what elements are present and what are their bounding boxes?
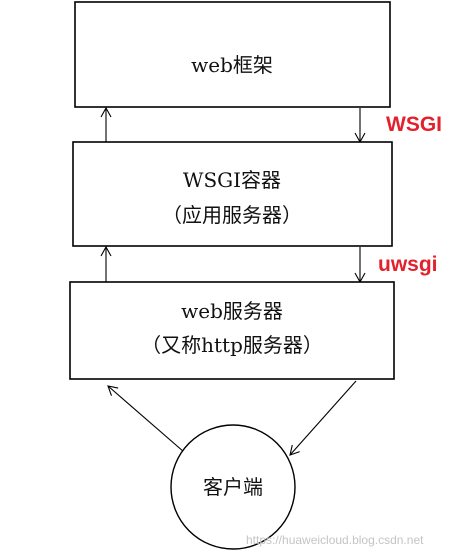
web-framework-box (74, 1, 391, 108)
arrow-shaft (289, 380, 357, 456)
arrow-head-icon (289, 444, 300, 456)
web-framework-label: web框架 (191, 53, 273, 77)
web-server-subtitle: （又称http服务器） (141, 333, 323, 357)
client-label: 客户端 (203, 475, 263, 499)
arrow-head-up-icon (100, 106, 112, 118)
arrow-client-to-server (107, 385, 185, 453)
watermark-text: https://huaweicloud.blog.csdn.net (246, 533, 424, 547)
web-framework-box-group: web框架 (74, 1, 391, 108)
wsgi-container-box (72, 141, 393, 247)
wsgi-container-subtitle: （应用服务器） (162, 203, 302, 227)
arrow-down-framework-to-container (354, 108, 366, 144)
arrow-up-server-to-container (100, 245, 112, 282)
wsgi-protocol-label: WSGI (386, 113, 442, 136)
web-server-title: web服务器 (181, 299, 283, 323)
client-circle (170, 424, 296, 550)
web-server-box-group: web服务器 （又称http服务器） (69, 281, 395, 380)
arrow-down-container-to-server (354, 247, 366, 284)
uwsgi-protocol-label: uwsgi (378, 253, 438, 276)
arrow-up-container-to-framework (100, 106, 112, 142)
arrow-head-up-icon (100, 245, 112, 257)
arrow-head-icon (107, 385, 119, 396)
arrow-shaft (107, 385, 185, 453)
web-server-box (69, 281, 395, 380)
client-node: 客户端 (170, 424, 296, 550)
arrow-server-to-client (289, 380, 357, 456)
wsgi-container-title: WSGI容器 (183, 168, 281, 192)
wsgi-container-box-group: WSGI容器 （应用服务器） (72, 141, 393, 247)
